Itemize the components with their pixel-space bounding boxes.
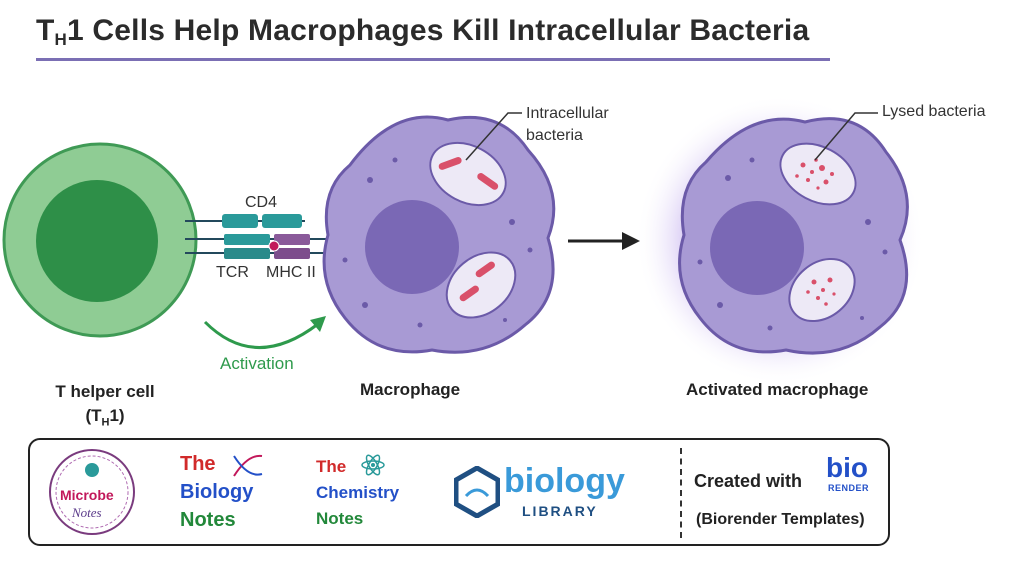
biorender-logo-word2: RENDER (828, 483, 870, 493)
macrophage-cell (322, 115, 556, 354)
lysed-bacteria-label: Lysed bacteria (882, 103, 986, 120)
hexagon-icon (454, 466, 500, 518)
chemistry-notes-logo[interactable]: The Chemistry Notes (316, 454, 426, 542)
biorender-templates-label: (Biorender Templates) (696, 511, 865, 528)
t-helper-cell (2, 142, 198, 338)
biology-library-logo[interactable]: biology LIBRARY (450, 460, 650, 530)
atom-icon (361, 454, 385, 476)
activated-macrophage-cell (635, 95, 925, 385)
activation-arrow (203, 316, 326, 349)
biology-notes-word1: The (180, 453, 216, 475)
microbe-notes-word1: Microbe (60, 487, 114, 503)
biology-library-word2: LIBRARY (522, 503, 598, 519)
footer-logos-box: Microbe Notes The Biology Notes The Chem… (28, 438, 890, 546)
microbe-notes-badge-icon (49, 449, 135, 535)
chemistry-notes-word2: Chemistry (316, 483, 400, 502)
macrophage-caption: Macrophage (360, 380, 461, 399)
tcr-label: TCR (216, 264, 249, 281)
biology-library-word1: biology (504, 462, 625, 500)
biorender-logo-word1: bio (826, 452, 868, 483)
mhc-label: MHC II (266, 264, 316, 281)
microbe-notes-word2: Notes (72, 505, 102, 520)
biology-notes-word2: Biology (180, 481, 254, 503)
title-underline (36, 58, 830, 61)
pointer-line-intracellular (465, 112, 522, 161)
cd4-label: CD4 (245, 194, 278, 211)
tcr-mhc-complex (185, 214, 330, 259)
intracellular-bacteria-label: Intracellular bacteria (526, 105, 609, 144)
created-with-label: Created with (694, 471, 803, 491)
chemistry-notes-word3: Notes (316, 509, 364, 528)
biology-notes-logo[interactable]: The Biology Notes (180, 452, 290, 538)
footer-divider (680, 448, 682, 538)
t-helper-caption: T helper cell (TH1) (55, 382, 155, 429)
chemistry-notes-word1: The (316, 457, 347, 476)
microbe-notes-logo[interactable]: Microbe Notes (46, 446, 138, 538)
dna-icon (233, 454, 263, 477)
biorender-logo[interactable]: bio RENDER (826, 454, 872, 500)
page-title: TH1 Cells Help Macrophages Kill Intracel… (36, 14, 810, 49)
activation-label: Activation (220, 354, 294, 373)
activated-macrophage-caption: Activated macrophage (686, 380, 869, 399)
pointer-line-lysed (814, 112, 878, 161)
biology-notes-word3: Notes (180, 509, 236, 531)
transition-arrow (568, 232, 640, 250)
diagram-canvas (2, 95, 925, 385)
